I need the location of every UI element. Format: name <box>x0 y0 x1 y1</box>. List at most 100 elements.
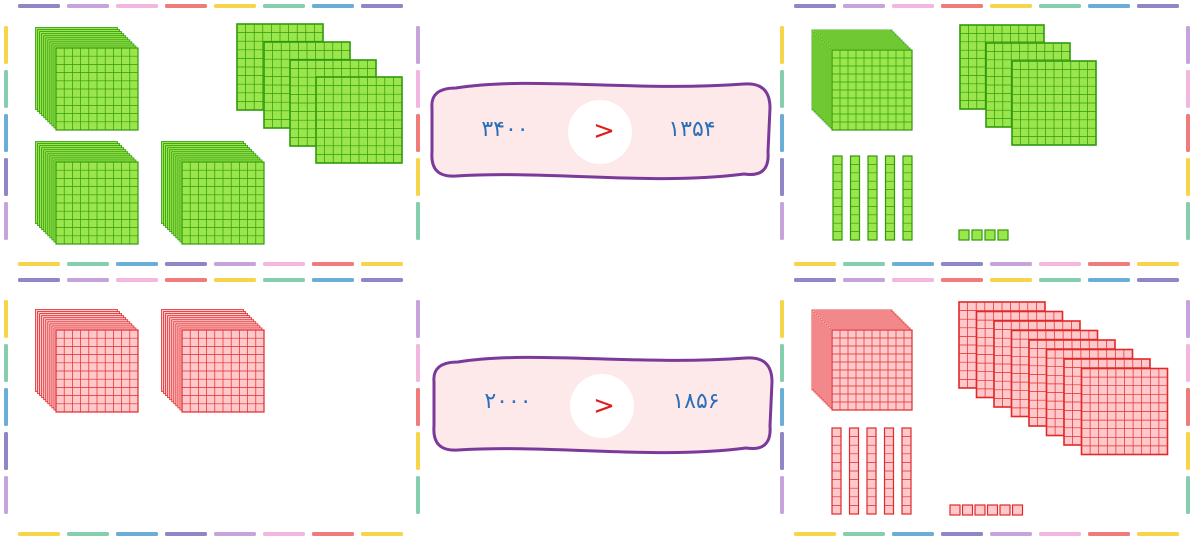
border-dash <box>361 4 403 8</box>
panel-frame <box>780 4 1190 266</box>
border-dash <box>361 532 403 536</box>
border-dash <box>165 532 207 536</box>
border-dash <box>416 26 420 64</box>
border-dash <box>361 278 403 282</box>
border-dash <box>990 4 1032 8</box>
border-dash <box>416 70 420 108</box>
border-dash <box>780 432 784 470</box>
one-unit <box>1011 504 1024 516</box>
border-dash <box>416 388 420 426</box>
border-dash <box>67 278 109 282</box>
greater-than-sign: > <box>593 116 615 146</box>
compare-circle <box>570 374 634 438</box>
border-dash <box>892 532 934 536</box>
border-dash <box>361 262 403 266</box>
border-dash <box>416 432 420 470</box>
panel-frame <box>4 4 420 266</box>
border-dash <box>165 4 207 8</box>
border-dash <box>4 432 8 470</box>
border-dash <box>263 532 305 536</box>
border-dash <box>1186 70 1190 108</box>
border-dash <box>1186 344 1190 382</box>
border-dash <box>1039 4 1081 8</box>
one-unit <box>949 504 961 516</box>
border-dash <box>780 202 784 240</box>
border-dash <box>780 476 784 514</box>
one-unit <box>971 229 983 241</box>
one-unit <box>984 229 996 241</box>
greater-than-sign: > <box>593 391 615 421</box>
border-dash <box>214 4 256 8</box>
border-dash <box>416 158 420 196</box>
hundred-flat <box>1080 367 1169 456</box>
border-dash <box>165 262 207 266</box>
border-dash <box>780 158 784 196</box>
border-dash <box>843 4 885 8</box>
border-dash <box>1186 432 1190 470</box>
border-dash <box>4 300 8 338</box>
border-dash <box>794 4 836 8</box>
ten-rod <box>884 155 896 241</box>
border-dash <box>416 202 420 240</box>
border-dash <box>780 388 784 426</box>
ten-rod <box>883 427 895 515</box>
border-dash <box>794 278 836 282</box>
left-number: ۲۰۰۰ <box>484 389 532 414</box>
border-dash <box>794 532 836 536</box>
border-dash <box>263 278 305 282</box>
border-dash <box>990 278 1032 282</box>
border-dash <box>18 278 60 282</box>
border-dash <box>312 278 354 282</box>
border-dash <box>1137 4 1179 8</box>
ten-rod <box>901 427 912 515</box>
border-dash <box>843 532 885 536</box>
border-dash <box>4 70 8 108</box>
border-dash <box>1186 158 1190 196</box>
border-dash <box>1137 532 1179 536</box>
border-dash <box>941 278 983 282</box>
border-dash <box>892 278 934 282</box>
border-dash <box>18 4 60 8</box>
thousand-cube <box>35 309 139 413</box>
border-dash <box>1039 262 1081 266</box>
thousand-cube <box>35 141 139 245</box>
border-dash <box>214 532 256 536</box>
border-dash <box>843 278 885 282</box>
border-dash <box>780 300 784 338</box>
border-dash <box>1088 278 1130 282</box>
border-dash <box>214 262 256 266</box>
border-dash <box>1186 202 1190 240</box>
border-dash <box>794 262 836 266</box>
border-dash <box>416 300 420 338</box>
border-dash <box>780 70 784 108</box>
border-dash <box>843 262 885 266</box>
border-dash <box>1186 300 1190 338</box>
border-dash <box>67 4 109 8</box>
border-dash <box>67 262 109 266</box>
right-number: ۱۳۵۴ <box>668 117 716 142</box>
ten-rod <box>831 427 842 515</box>
thousand-cube <box>811 309 913 411</box>
border-dash <box>416 344 420 382</box>
border-dash <box>116 262 158 266</box>
border-dash <box>4 114 8 152</box>
border-dash <box>892 262 934 266</box>
border-dash <box>1186 476 1190 514</box>
border-dash <box>780 114 784 152</box>
border-dash <box>941 532 983 536</box>
border-dash <box>1137 262 1179 266</box>
border-dash <box>1039 532 1081 536</box>
ten-rod <box>866 427 877 515</box>
border-dash <box>780 344 784 382</box>
border-dash <box>990 262 1032 266</box>
one-unit <box>958 229 970 241</box>
border-dash <box>1088 4 1130 8</box>
border-dash <box>1088 532 1130 536</box>
one-unit <box>974 504 986 516</box>
border-dash <box>892 4 934 8</box>
compare-circle <box>568 100 632 164</box>
one-unit <box>961 504 974 516</box>
border-dash <box>4 202 8 240</box>
border-dash <box>4 158 8 196</box>
